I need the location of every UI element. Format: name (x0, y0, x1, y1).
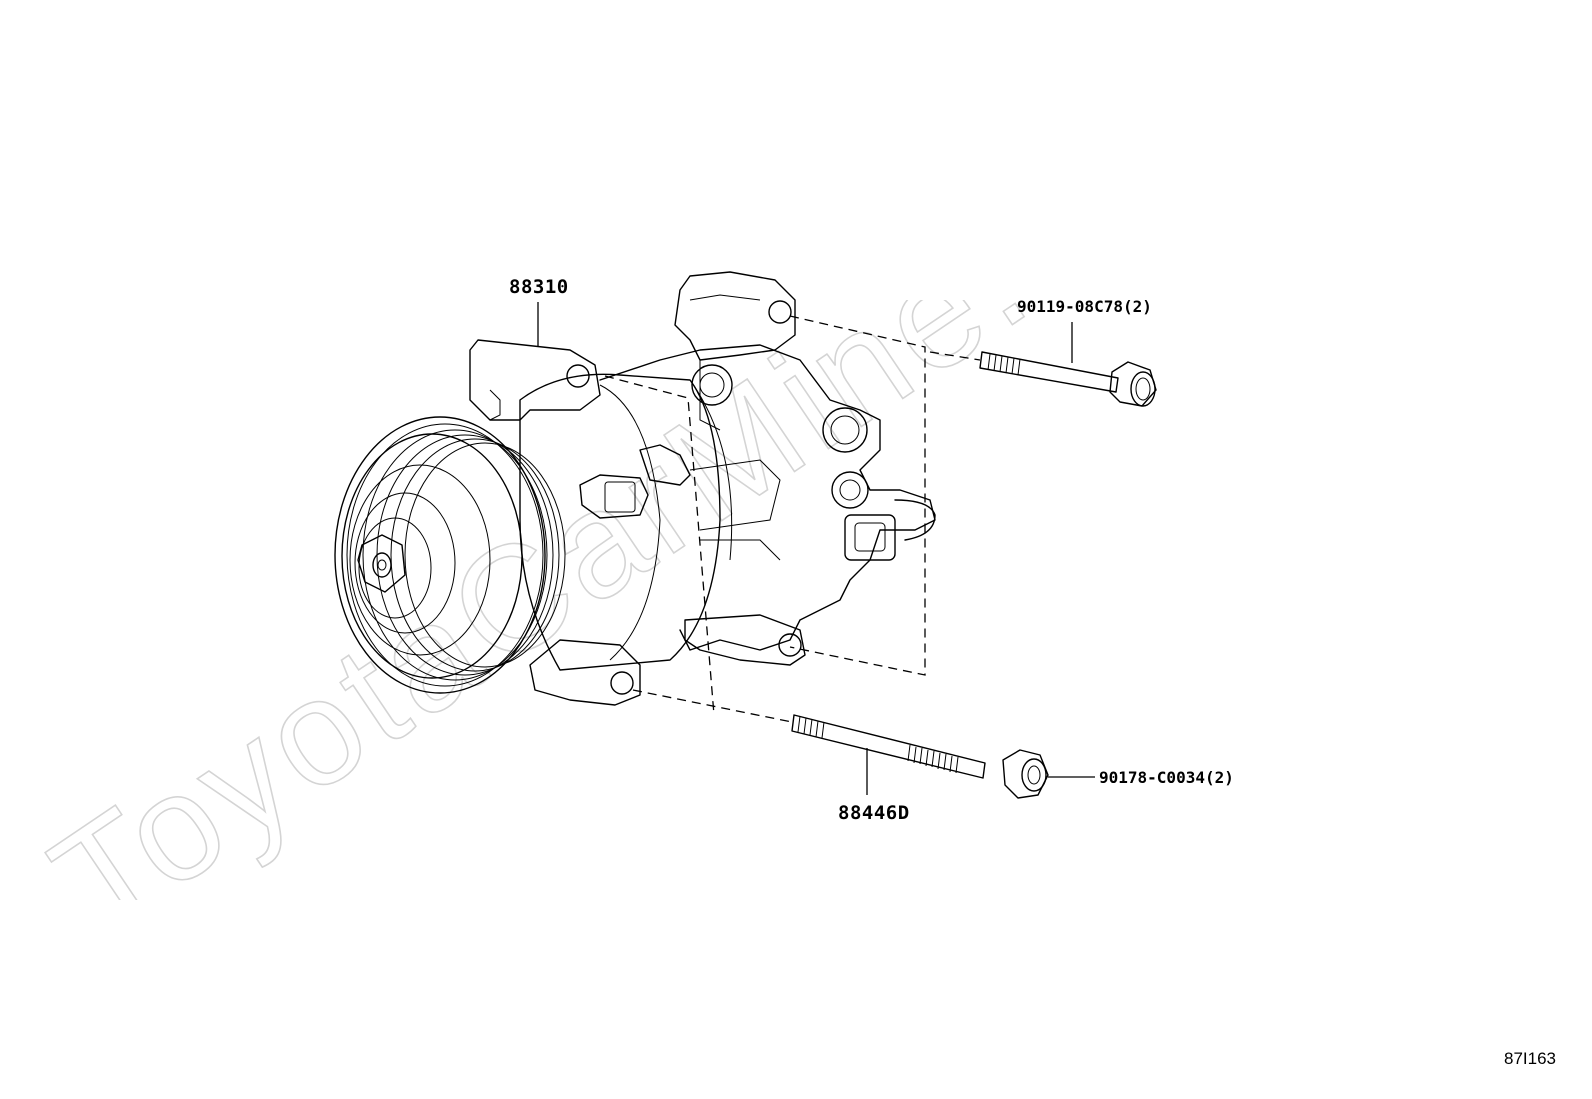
diagram-reference: 87I163 (1504, 1049, 1556, 1068)
pulley-drawing (334, 416, 566, 694)
assembly-lines (604, 315, 981, 723)
nut-drawing (1002, 749, 1049, 799)
part-label-stud: 88446D (838, 802, 910, 824)
bolt-drawing (979, 351, 1157, 407)
part-label-compressor: 88310 (509, 276, 569, 298)
leader-lines (537, 302, 1095, 795)
part-label-nut: 90178-C0034(2) (1099, 768, 1234, 787)
compressor-drawing (469, 271, 936, 706)
stud-drawing (791, 714, 986, 779)
part-label-bolt: 90119-08C78(2) (1017, 297, 1152, 316)
